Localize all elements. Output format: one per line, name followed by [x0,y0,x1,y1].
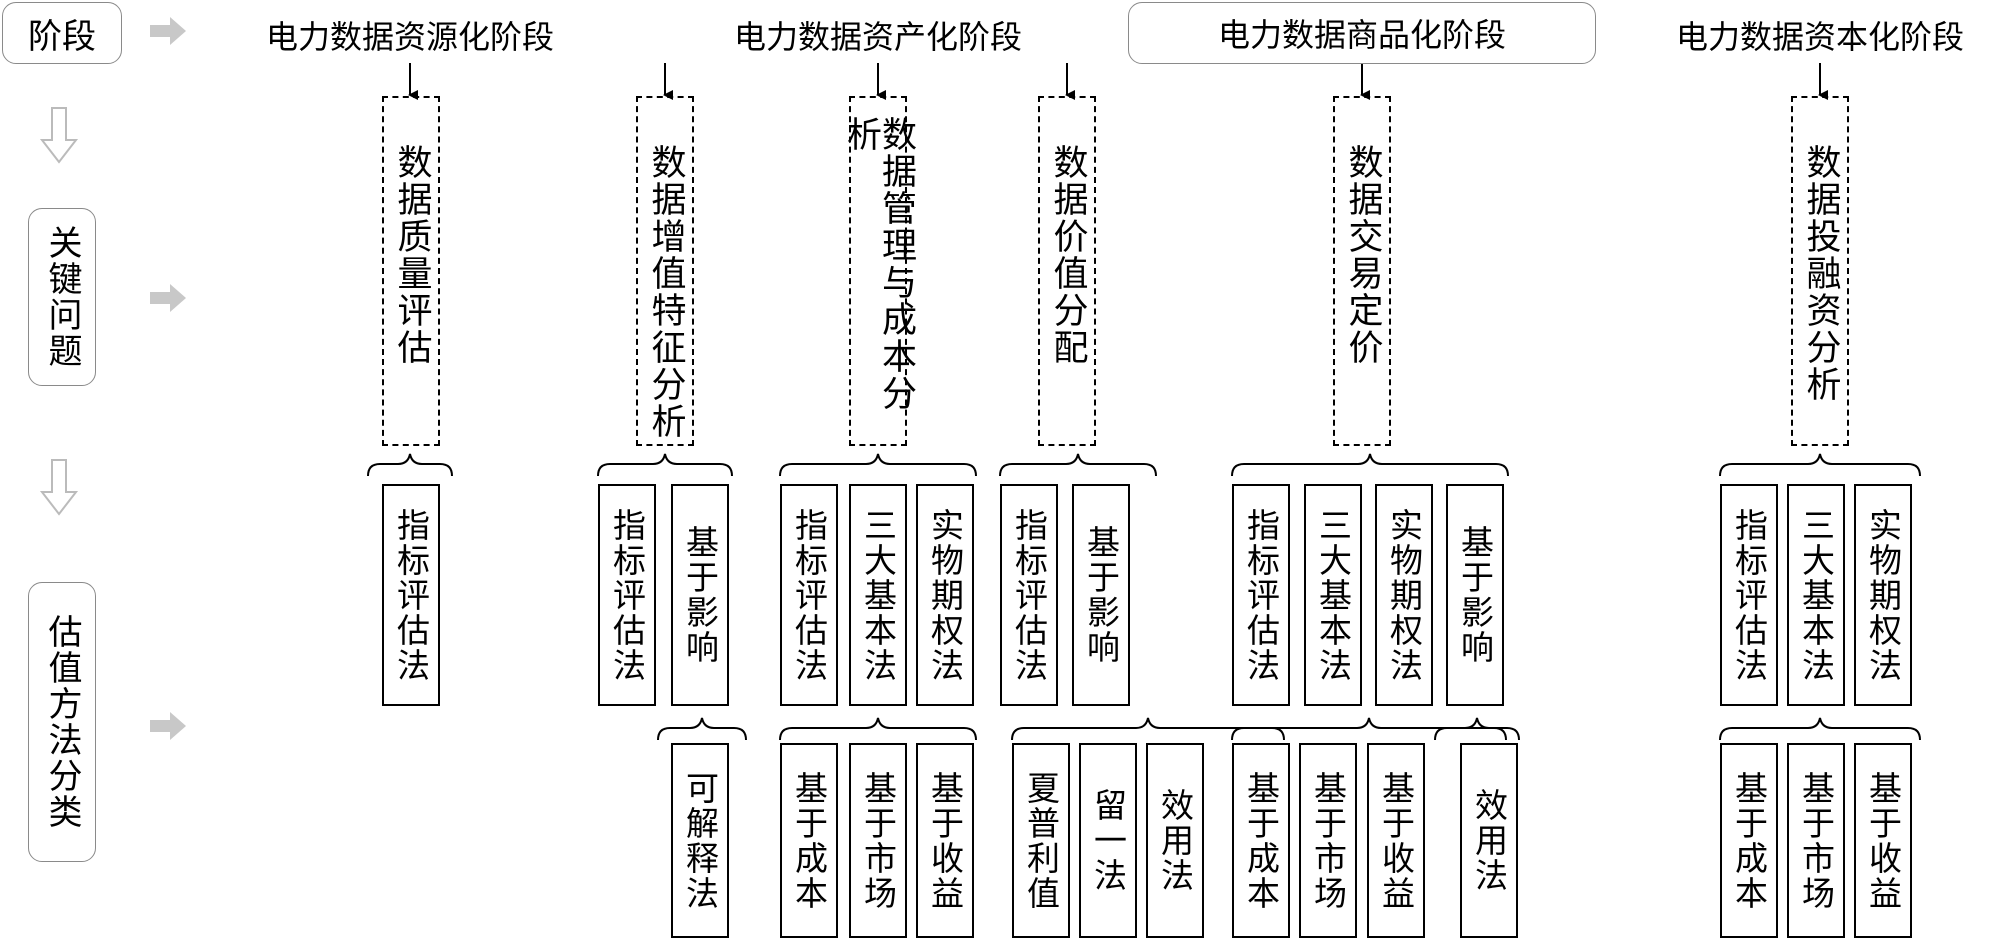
method-box: 指标评估法 [382,484,440,706]
method-box: 实物期权法 [916,484,974,706]
method-box: 基于成本 [1720,743,1778,938]
key-issue-quality: 数据质量评估 [382,96,440,446]
stage-title-commodity: 电力数据商品化阶段 [1128,2,1596,64]
key-issue-trading-pricing: 数据交易定价 [1333,96,1391,446]
method-box: 留一法 [1079,743,1137,938]
row-label-method: 估值方法分类 [28,582,96,862]
method-box: 可解释法 [671,743,729,938]
method-box: 基于成本 [1232,743,1290,938]
key-issue-investment-financing: 数据投融资分析 [1791,96,1849,446]
row-down-arrow-icons [39,107,79,516]
method-box: 指标评估法 [1720,484,1778,706]
method-box: 基于影响 [671,484,729,706]
stage-title-resource: 电力数据资源化阶段 [265,18,555,56]
method-box: 基于成本 [780,743,838,938]
method-box: 基于市场 [1787,743,1845,938]
row-arrow-icons [150,17,186,740]
method-box: 效用法 [1460,743,1518,938]
method-box: 三大基本法 [1304,484,1362,706]
method-box: 三大基本法 [849,484,907,706]
method-box: 效用法 [1146,743,1204,938]
method-box: 指标评估法 [598,484,656,706]
method-box: 基于收益 [916,743,974,938]
method-box: 实物期权法 [1375,484,1433,706]
method-box: 基于影响 [1446,484,1504,706]
stage-title-asset: 电力数据资产化阶段 [733,18,1023,56]
method-box: 三大基本法 [1787,484,1845,706]
method-box: 实物期权法 [1854,484,1912,706]
key-issue-management-cost: 数据管理与成本分析 [841,96,916,446]
row-label-key-issue: 关键问题 [28,208,96,386]
method-box: 基于收益 [1367,743,1425,938]
braces [367,453,1921,741]
row-label-stage: 阶段 [2,2,122,64]
key-issue-value-distribution: 数据价值分配 [1038,96,1096,446]
stage-title-capital: 电力数据资本化阶段 [1675,18,1965,56]
method-box: 指标评估法 [780,484,838,706]
method-box: 基于影响 [1072,484,1130,706]
key-issue-value-added: 数据增值特征分析 [636,96,694,446]
method-box: 基于市场 [849,743,907,938]
method-box: 指标评估法 [1000,484,1058,706]
method-box: 夏普利值 [1012,743,1070,938]
method-box: 指标评估法 [1232,484,1290,706]
method-box: 基于市场 [1299,743,1357,938]
stage-arrows [408,63,1828,100]
method-box: 基于收益 [1854,743,1912,938]
